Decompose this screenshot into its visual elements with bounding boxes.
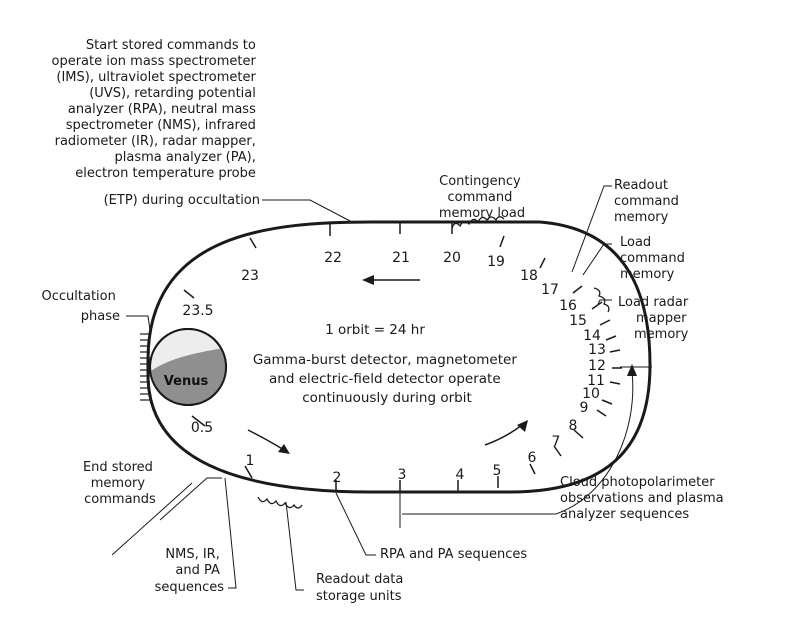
hour-tick — [609, 381, 621, 385]
hour-label: 23 — [241, 268, 259, 284]
contingency-note: Contingency command memory load — [439, 174, 525, 221]
hour-label: 13 — [588, 342, 606, 358]
hour-tick — [599, 319, 611, 326]
leader-lines — [111, 185, 652, 591]
hour-label: 5 — [493, 463, 502, 479]
hour-tick — [605, 335, 617, 341]
load-command-memory-note: Load command memory — [620, 235, 689, 282]
hour-label: 22 — [324, 250, 342, 266]
hour-tick — [499, 235, 505, 248]
hour-label: 8 — [569, 418, 578, 434]
hour-label: 3 — [398, 467, 407, 483]
hour-label: 21 — [392, 250, 410, 266]
hour-tick — [609, 349, 621, 353]
hour-tick — [573, 429, 584, 439]
hour-label: 15 — [569, 313, 587, 329]
hour-label: 23.5 — [182, 303, 213, 319]
hour-label: 17 — [541, 282, 559, 298]
hour-label: 4 — [456, 467, 465, 483]
end-stored-memory-note: End stored memory commands — [83, 460, 157, 507]
hour-tick — [191, 415, 206, 427]
hour-label: 2 — [333, 470, 342, 486]
hour-tick — [591, 301, 603, 310]
hour-label: 1 — [246, 453, 255, 469]
venus-planet: Venus — [149, 328, 227, 406]
hour-label: 19 — [487, 254, 505, 270]
orbit-path — [146, 220, 652, 494]
rpa-pa-sequences-note: RPA and PA sequences — [380, 547, 527, 562]
hour-label: 6 — [528, 450, 537, 466]
readout-data-storage-note: Readout data storage units — [316, 572, 408, 604]
hour-tick — [529, 463, 536, 475]
hour-label: 11 — [587, 373, 605, 389]
hour-tick — [572, 285, 583, 294]
hour-label: 16 — [559, 298, 577, 314]
hour-tick — [539, 257, 546, 269]
annotations: Start stored commands to operate ion mas… — [42, 38, 728, 604]
load-radar-mapper-note: Load radar mapper memory — [618, 295, 692, 342]
readout-data-marker — [257, 496, 303, 509]
venus-label: Venus — [164, 374, 209, 389]
hour-tick — [596, 409, 607, 417]
hour-label: 10 — [582, 386, 600, 402]
cloud-photopolarimeter-note: Cloud photopolarimeter observations and … — [560, 475, 728, 522]
start-stored-commands-note: Start stored commands to operate ion mas… — [51, 38, 260, 208]
hour-label: 7 — [552, 434, 561, 450]
cloud-arrowhead — [627, 364, 637, 376]
readout-command-memory-note: Readout command memory — [614, 178, 683, 225]
hour-label: 20 — [443, 250, 461, 266]
nms-ir-pa-note: NMS, IR, and PA sequences — [155, 547, 225, 595]
hour-label: 18 — [520, 268, 538, 284]
direction-arrows — [247, 275, 528, 454]
orbit-period-label: 1 orbit = 24 hr — [325, 322, 425, 338]
hour-tick — [601, 399, 613, 405]
continuous-instruments-note: Gamma-burst detector, magnetometer and e… — [253, 352, 521, 406]
hour-label: 12 — [588, 358, 606, 374]
hour-tick — [244, 465, 253, 479]
occultation-hatch — [140, 333, 150, 401]
hour-tick — [249, 237, 257, 249]
hour-label: 0.5 — [191, 420, 213, 436]
hour-tick — [553, 445, 562, 457]
occultation-phase-note: Occultation phase — [42, 289, 120, 324]
contingency-marker — [451, 216, 505, 229]
hour-label: 9 — [580, 400, 589, 416]
radar-load-marker — [593, 287, 610, 313]
hour-tick — [183, 289, 195, 299]
hour-label: 14 — [583, 328, 601, 344]
